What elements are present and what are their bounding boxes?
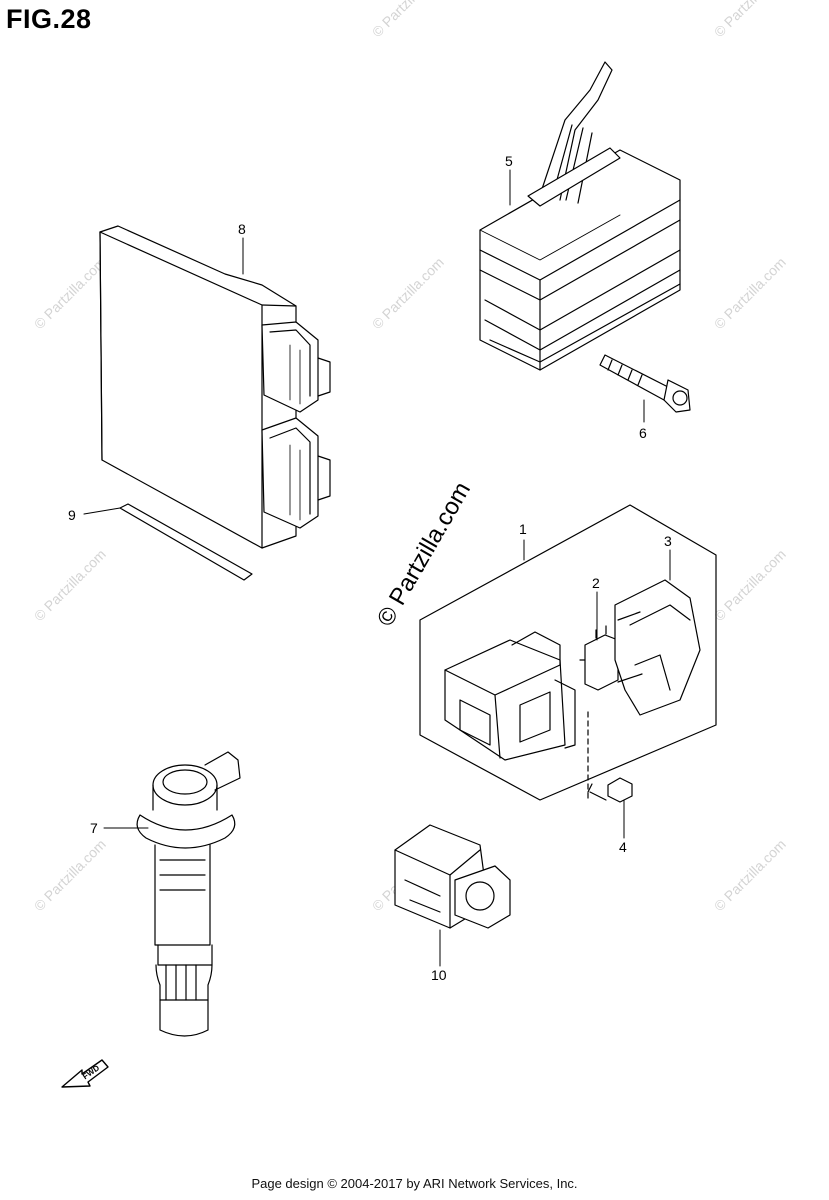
fwd-arrow-icon [61,1059,109,1088]
watermark: © Partzilla.com [31,546,109,624]
page-footer: Page design © 2004-2017 by ARI Network S… [251,1176,578,1191]
callout-10: 10 [431,967,447,983]
relay-assembly-outline [419,504,717,801]
watermark: © Partzilla.com [31,254,109,332]
bolt-drawing [599,354,691,413]
watermark: © Partzilla.com [711,254,789,332]
connector-drawing [394,824,511,929]
regulator-drawing [479,61,681,371]
watermark: © Partzilla.com [369,254,447,332]
ecm-unit-drawing [99,225,331,549]
leader-lines [83,169,671,967]
ignition-coil-drawing [136,751,241,1037]
watermark: © Partzilla.com [369,0,447,40]
callout-numbers: 1 2 3 4 5 6 7 8 9 10 [68,153,672,983]
watermark: © Partzilla.com [711,836,789,914]
pad-strip-drawing [119,503,253,581]
callout-4: 4 [619,839,627,855]
small-bolt-drawing [587,777,633,803]
callout-6: 6 [639,425,647,441]
callout-7: 7 [90,820,98,836]
callout-9: 9 [68,507,76,523]
callout-2: 2 [592,575,600,591]
figure-title: FIG.28 [6,4,92,34]
center-watermark: © Partzilla.com [372,477,476,631]
callout-8: 8 [238,221,246,237]
callout-1: 1 [519,521,527,537]
watermark: © Partzilla.com [711,546,789,624]
relay-block-drawing [444,631,576,761]
watermark: © Partzilla.com [31,836,109,914]
callout-5: 5 [505,153,513,169]
relay-cover-drawing [614,579,701,716]
callout-3: 3 [664,533,672,549]
watermark: © Partzilla.com [711,0,789,40]
